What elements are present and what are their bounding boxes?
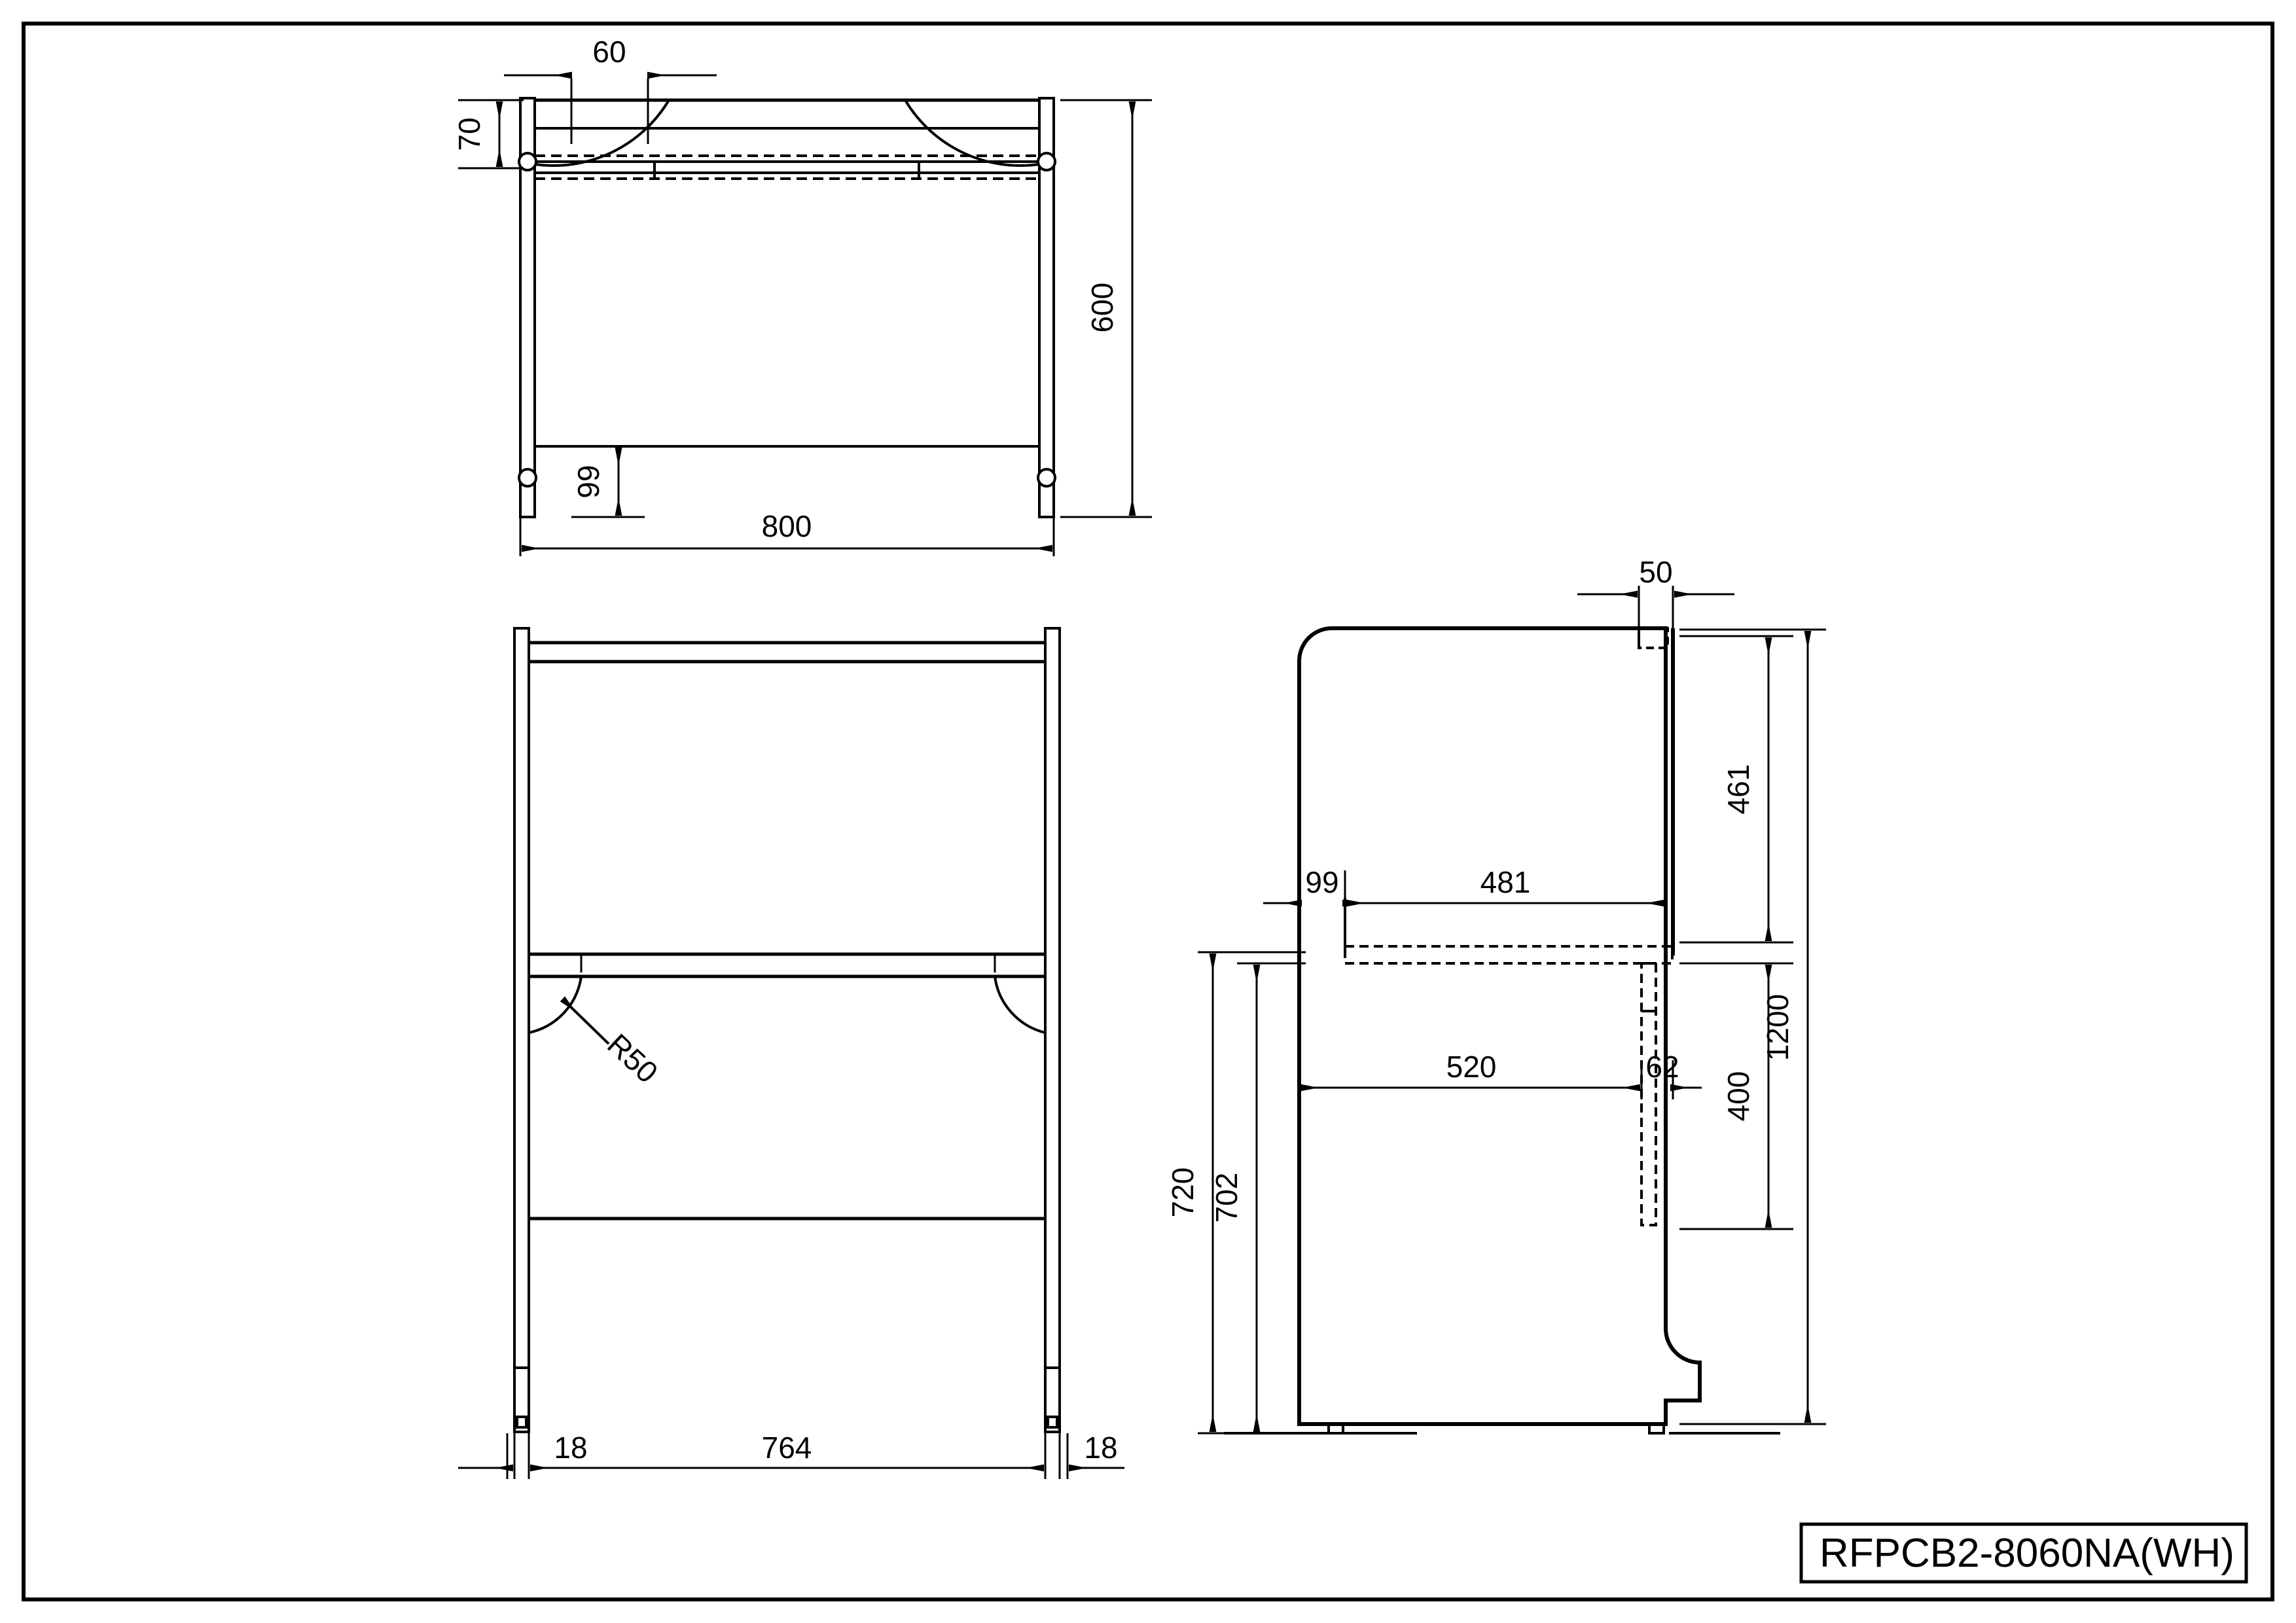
side-view-rear-foot	[1648, 1423, 1665, 1435]
top-view-corner-arc-right	[904, 99, 1040, 167]
side-view-top-notch	[1638, 627, 1669, 649]
side-view-hidden-post	[1640, 962, 1657, 1226]
front-view-left-foot-pad	[516, 1416, 528, 1429]
dim-label-99-top: 99	[571, 465, 605, 498]
title-block-part-number: RFPCB2-8060NA(WH)	[1820, 1531, 2234, 1576]
dim-label-720: 720	[1166, 1168, 1200, 1218]
r50-leader-line	[560, 996, 610, 1045]
top-view-right-post	[1038, 97, 1055, 518]
top-view-post-circle-tr	[1037, 152, 1056, 171]
title-block: RFPCB2-8060NA(WH)	[1799, 1522, 2248, 1584]
dim-label-62: 62	[1645, 1050, 1679, 1084]
dim-label-r50: R50	[601, 1027, 664, 1090]
front-view-right-foot-pad	[1047, 1416, 1058, 1429]
dim-label-18-right: 18	[1084, 1431, 1117, 1465]
side-view-hidden-shelf	[1344, 945, 1674, 965]
front-view-right-post	[1044, 627, 1061, 1433]
front-view-r50-arc-left	[528, 976, 583, 1034]
front-view-r50-arc-right	[994, 976, 1046, 1034]
top-view: 60 70 600 99 800	[452, 35, 1152, 556]
dim-label-1200: 1200	[1761, 994, 1795, 1061]
side-view-body-outline	[1297, 626, 1702, 1426]
dim-label-800: 800	[762, 509, 812, 543]
dim-label-702: 702	[1210, 1173, 1244, 1223]
dim-label-400: 400	[1721, 1071, 1755, 1122]
dim-label-50: 50	[1639, 555, 1672, 589]
dim-label-481: 481	[1480, 865, 1531, 899]
sheet-border	[22, 22, 2274, 1601]
title-block-frame	[1799, 1522, 2248, 1584]
dim-label-764: 764	[762, 1431, 812, 1465]
top-view-post-circle-bl	[518, 468, 537, 488]
side-view: 50 461 400 1200 99	[1166, 555, 1826, 1435]
dim-label-99-side: 99	[1305, 865, 1338, 899]
top-view-corner-arc-left	[534, 99, 670, 167]
dim-label-60: 60	[592, 35, 626, 69]
top-view-left-post	[519, 97, 536, 518]
top-view-post-circle-tl	[518, 152, 537, 171]
dim-label-18-left: 18	[554, 1431, 587, 1465]
front-view-left-post	[513, 627, 530, 1433]
dim-label-461: 461	[1721, 764, 1755, 815]
dim-label-600: 600	[1085, 283, 1119, 333]
dim-label-520: 520	[1446, 1050, 1497, 1084]
front-view: R50 18 764 18	[458, 627, 1124, 1479]
dim-label-70: 70	[452, 117, 486, 151]
top-view-post-circle-br	[1037, 468, 1056, 488]
